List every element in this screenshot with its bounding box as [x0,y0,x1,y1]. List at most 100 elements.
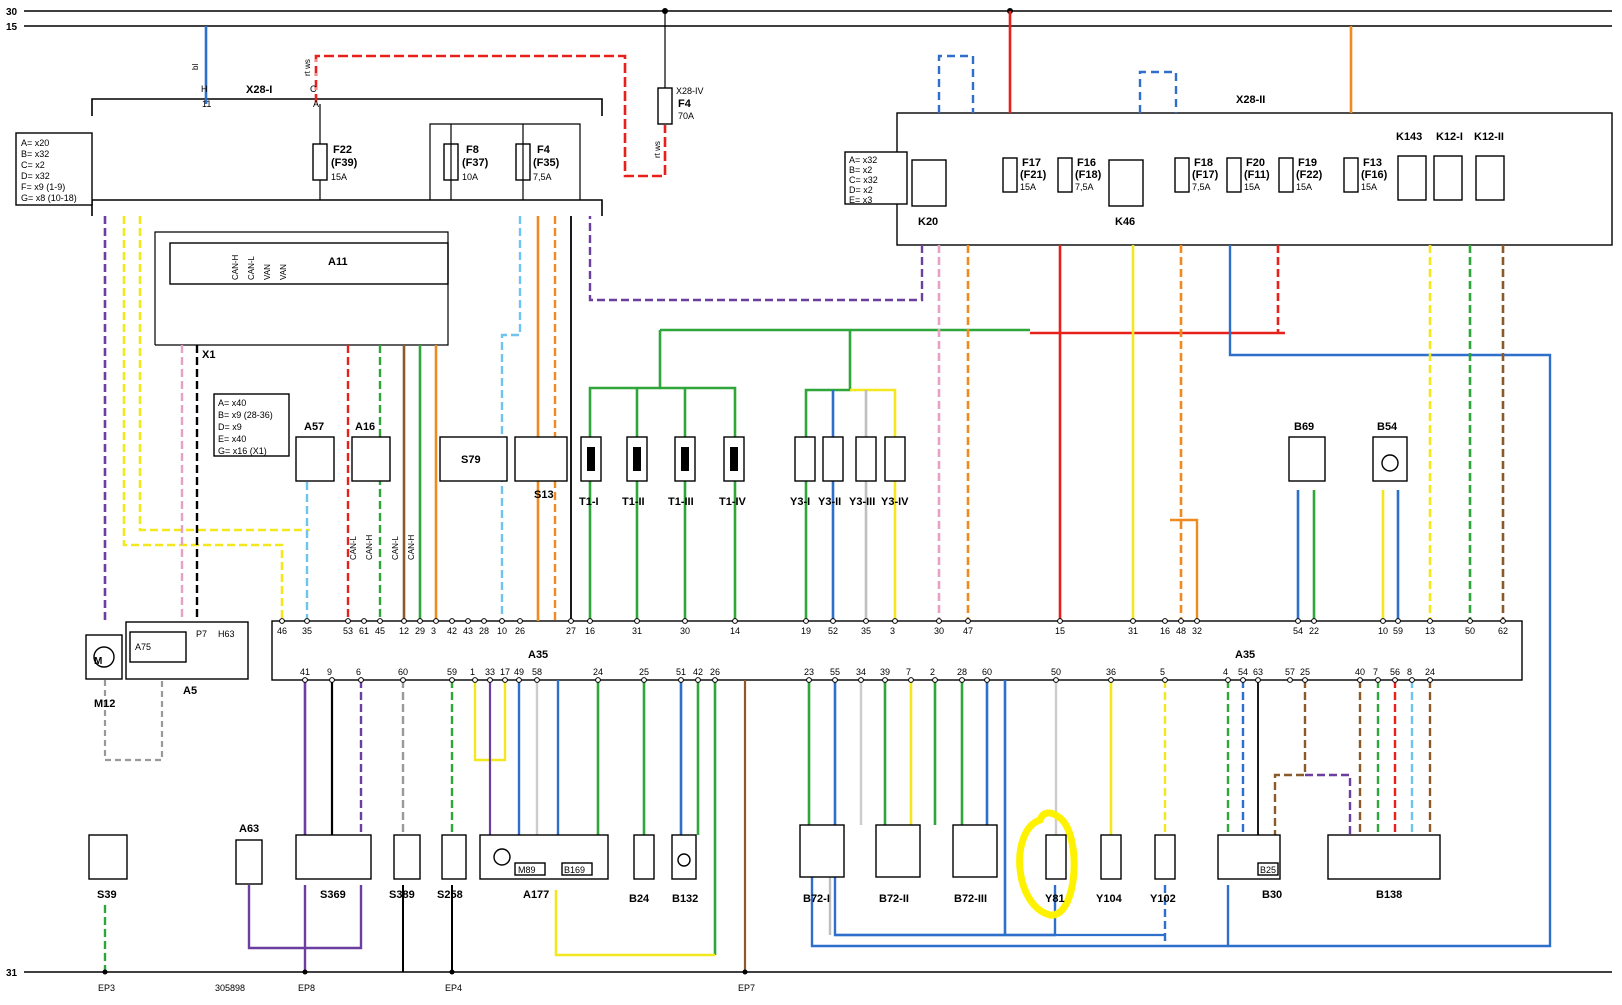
svg-text:H63: H63 [218,629,235,639]
fuse-f13 [1343,157,1359,193]
a35-pin-number: 63 [1253,667,1263,677]
a35-pin [1225,677,1231,683]
legend-x28-i: A= x20 B= x32 C= x2 D= x32 F= x9 (1-9) G… [21,138,77,203]
svg-text:B= x32: B= x32 [21,149,49,159]
a35-pin [732,618,738,624]
sensor-b138 [1327,834,1441,880]
module-a63 [235,839,263,885]
svg-text:rt ws: rt ws [653,141,662,158]
a35-pin [345,618,351,624]
svg-text:F= x9 (1-9): F= x9 (1-9) [21,182,65,192]
svg-text:X1: X1 [202,349,215,361]
module-a11: A11 CAN-H CAN-L VAN VAN X1 [154,231,449,361]
fuse-f19 [1278,157,1294,193]
a35-pin [568,618,574,624]
a35-pin-number: 8 [1407,667,1412,677]
fuse-f20 [1226,157,1242,193]
svg-text:(F22): (F22) [1296,169,1323,181]
a35-pin-number: 29 [415,626,425,636]
svg-text:M: M [94,656,102,667]
a35-pin-number: 6 [356,667,361,677]
injectors: T1-I T1-II T1-III T1-IV [579,436,747,508]
svg-text:S369: S369 [320,889,346,901]
switch-s389 [393,834,421,880]
a35-pin [678,677,684,683]
svg-text:B72-II: B72-II [879,893,909,905]
a35-pin-number: 62 [1498,626,1508,636]
svg-text:D= x2: D= x2 [849,185,873,195]
a35-pin-number: 59 [447,667,457,677]
a35-pin-number: 24 [593,667,603,677]
a35-pin-number: 24 [1425,667,1435,677]
a35-pin-number: 60 [398,667,408,677]
a35-pin [1255,677,1261,683]
svg-text:G= x8 (10-18): G= x8 (10-18) [21,193,77,203]
svg-text:F20: F20 [1246,157,1265,169]
a35-pin-number: 3 [431,626,436,636]
a35-pin [1500,618,1506,624]
a35-pin [892,618,898,624]
a35-pin-number: 23 [804,667,814,677]
svg-text:bl: bl [191,64,200,70]
a35-pin-number: 41 [300,667,310,677]
svg-text:(F35): (F35) [533,157,560,169]
svg-text:(F37): (F37) [462,157,489,169]
a35-pin [830,618,836,624]
a35-pin [936,618,942,624]
svg-text:G= x16 (X1): G= x16 (X1) [218,446,267,456]
a35-pin [401,618,407,624]
a35-pin-number: 53 [343,626,353,636]
a35-pin [587,618,593,624]
a35-pin-number: 9 [327,667,332,677]
svg-text:B25: B25 [1260,865,1276,875]
svg-text:P7: P7 [196,629,207,639]
a35-pin [908,677,914,683]
a35-pin-number: 43 [463,626,473,636]
svg-text:rt ws: rt ws [303,59,312,76]
svg-text:10A: 10A [462,172,478,182]
module-a57 [295,436,335,482]
svg-text:305898: 305898 [215,983,245,993]
a35-pin [806,677,812,683]
svg-text:K46: K46 [1115,216,1135,228]
svg-text:EP3: EP3 [98,983,115,993]
a35-pin-number: 4 [1223,667,1228,677]
svg-text:A5: A5 [183,685,197,697]
svg-text:X28-II: X28-II [1236,94,1265,106]
svg-text:EP7: EP7 [738,983,755,993]
a35-pin-number: 34 [856,667,866,677]
svg-text:F4: F4 [678,98,692,110]
a35-pin-number: 30 [934,626,944,636]
svg-text:A177: A177 [523,889,549,901]
a35-pin [1375,677,1381,683]
a35-pin-number: 33 [485,667,495,677]
svg-text:E= x40: E= x40 [218,434,246,444]
fuse-f4-main: X28-IV F4 70A rt ws [653,11,704,158]
a35-pin-number: 27 [566,626,576,636]
svg-text:15A: 15A [1244,182,1260,192]
a35-pin-number: 17 [500,667,510,677]
a35-pin [803,618,809,624]
a35-pin-number: 26 [710,667,720,677]
a35-pin [449,677,455,683]
svg-text:Y3-III: Y3-III [849,496,875,508]
svg-text:T1-II: T1-II [622,496,645,508]
a35-pin-number: 52 [828,626,838,636]
a35-pin-number: 54 [1293,626,1303,636]
switch-s258 [441,834,467,880]
svg-text:Y81: Y81 [1045,893,1065,905]
a35-pin [595,677,601,683]
a35-pin [1357,677,1363,683]
svg-text:B30: B30 [1262,889,1282,901]
svg-text:VAN: VAN [279,264,288,280]
a35-pin-number: 31 [1128,626,1138,636]
sensor-b72-ii [875,824,921,878]
a35-pin [1162,677,1168,683]
left-components: M M12 A75 P7 H63 A5 [85,621,249,710]
a35-pin [1130,618,1136,624]
fuse-box-x28-i: X28-I A= x20 B= x32 C= x2 D= x32 F= x9 (… [15,26,667,216]
svg-text:(F17): (F17) [1192,169,1219,181]
upper-modules: A57 A16 S79 S13 A= x40 B= x9 (28-36) D= … [213,393,568,560]
wire-harness [103,216,1552,972]
ground-points: EP3 305898 EP8 EP4 EP7 [98,969,755,993]
